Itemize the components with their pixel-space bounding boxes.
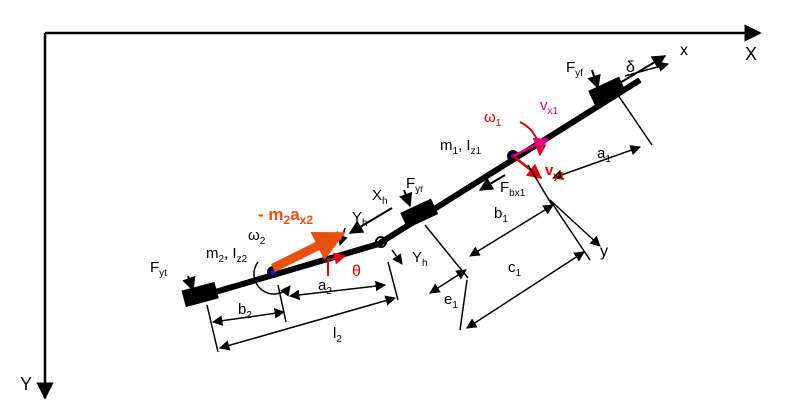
- label-inertia-force: - m2ax2: [258, 205, 313, 227]
- label-b2: b2: [238, 301, 252, 321]
- label-xh: Xh: [372, 187, 388, 207]
- axis-label-y-global: Y: [20, 374, 32, 394]
- label-omega2: ω2: [248, 227, 266, 247]
- label-omega1: ω1: [484, 109, 502, 129]
- label-a2: a2: [318, 277, 332, 297]
- label-e1: e1: [444, 291, 458, 311]
- rear-wheel: [400, 198, 439, 229]
- trailer-body: [194, 240, 383, 301]
- trailer-wheel: [181, 281, 219, 308]
- trailer-dimensions: [206, 261, 399, 353]
- label-m1-iz1: m1, Iz1: [440, 137, 482, 157]
- omega2-arc: [253, 261, 291, 297]
- label-b1: b1: [494, 205, 508, 225]
- axis-label-x-global: X: [745, 44, 757, 64]
- label-vy1: vy1: [545, 162, 565, 182]
- label-vx1: vx1: [540, 97, 559, 117]
- label-fyt: Fyt: [150, 259, 167, 279]
- label-fyf: Fyf: [566, 59, 583, 79]
- local-y-axis: [549, 199, 601, 247]
- theta-arc: [327, 252, 347, 276]
- inertia-force-arrow: [271, 230, 346, 273]
- label-fbx1: Fbx1: [500, 179, 526, 199]
- label-x-local: x: [680, 42, 688, 59]
- tractor-dimensions: [424, 94, 653, 331]
- label-yh-bottom: Yh: [412, 249, 428, 269]
- force-arrows: [182, 69, 601, 292]
- label-l2: l2: [333, 325, 342, 345]
- hitch-point: [375, 236, 387, 248]
- label-y-local: y: [600, 243, 608, 260]
- vy1-arrow: [512, 155, 543, 179]
- label-yh-top: Yh: [352, 209, 368, 229]
- label-c1: c1: [508, 259, 522, 279]
- front-wheel: [588, 76, 627, 107]
- label-delta: δ: [626, 59, 635, 76]
- vx1-arrow: [512, 137, 550, 158]
- label-fyr: Fyr: [406, 175, 424, 195]
- label-a1: a1: [597, 145, 611, 165]
- label-m2-iz2: m2, Iz2: [206, 245, 248, 265]
- global-axes: X Y: [20, 24, 762, 400]
- label-theta: θ: [352, 263, 361, 280]
